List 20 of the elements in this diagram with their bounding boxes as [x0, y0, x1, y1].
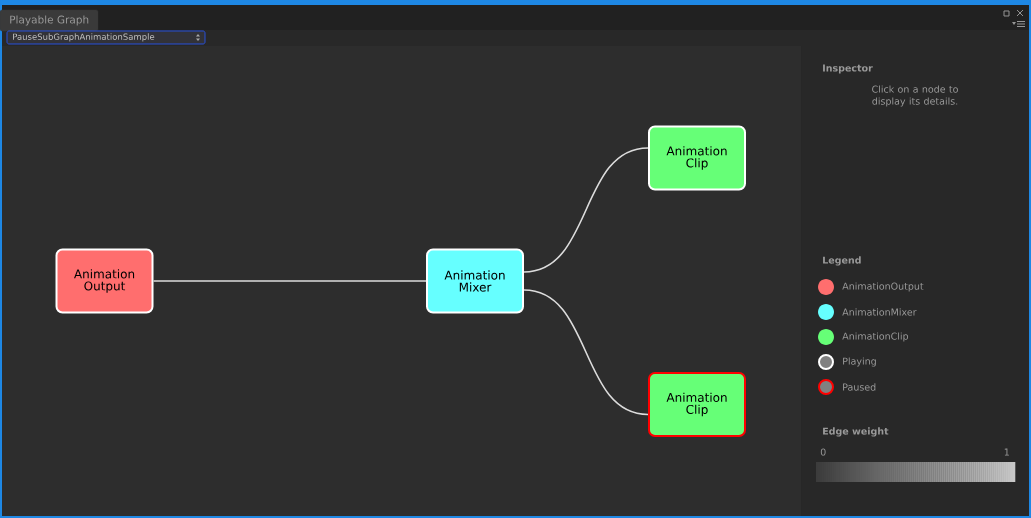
scale-label: 1 — [1004, 448, 1009, 456]
legend-label: Paused — [843, 383, 876, 391]
connector-line — [523, 289, 649, 416]
node-box: Animation Mixer — [426, 248, 524, 314]
panel-text: Click on a node to display its details. — [872, 85, 958, 107]
scale-label: 0 — [820, 448, 826, 456]
legend-label: AnimationClip — [842, 332, 909, 342]
node-box: Animation Output — [55, 248, 154, 314]
dropdown: PauseSubGraphAnimationSample — [6, 30, 206, 45]
section-heading: Inspector — [823, 64, 873, 74]
legend-label: Playing — [843, 357, 876, 367]
window-tab: Playable Graph — [0, 9, 99, 32]
section-heading: Edge weight — [823, 427, 889, 437]
connector-line — [152, 280, 427, 282]
connector-line — [523, 147, 649, 273]
legend-label: AnimationOutput — [842, 282, 924, 292]
section-heading: Legend — [823, 256, 861, 266]
legend-label: AnimationMixer — [842, 308, 917, 316]
node-box: Animation Clip — [648, 125, 746, 191]
node-box: Animation Clip — [648, 372, 746, 437]
